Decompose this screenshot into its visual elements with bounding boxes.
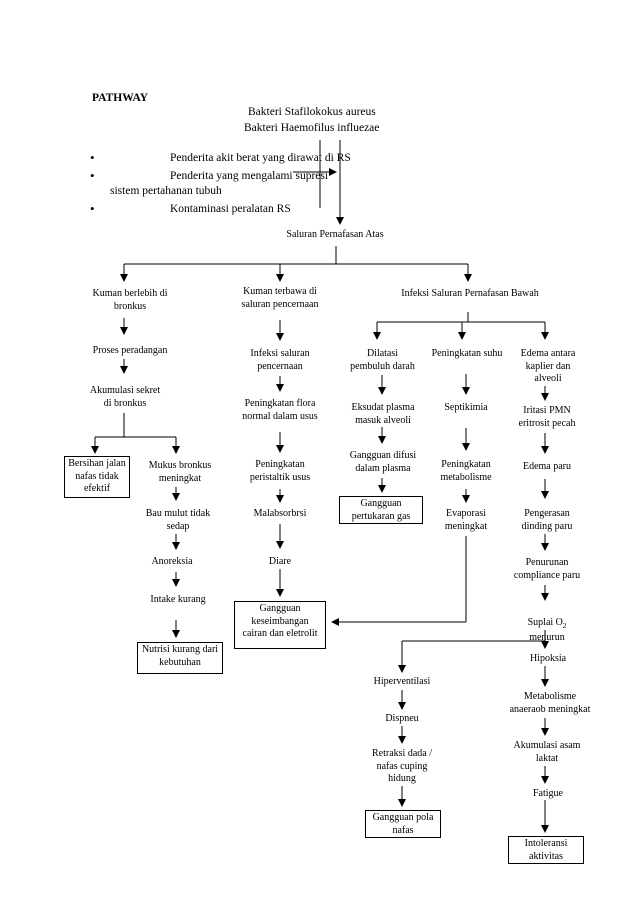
node-kuman-bronkus: Kuman berlebih di bronkus (92, 288, 168, 312)
page-title: PATHWAY (92, 92, 149, 104)
risk-factor-1: Penderita akit berat yang dirawat di RS (170, 152, 351, 164)
risk-factor-2: Penderita yang mengalami supresi (170, 170, 329, 182)
diagnosis-gangguan-cairan: Gangguan keseimbangan cairan dan eletrol… (234, 601, 326, 649)
node-infeksi-bawah: Infeksi Saluran Pernafasan Bawah (401, 288, 539, 299)
node-edema-kapiler: Edema antara kaplier dan alveoli (520, 348, 576, 384)
diagnosis-intoleransi-aktivitas: Intoleransi aktivitas (508, 836, 584, 864)
node-kuman-cerna: Kuman terbawa di saluran pencernaan (241, 286, 319, 310)
node-peristaltik: Peningkatan peristaltik usus (249, 459, 311, 483)
diagnosis-bersihan-jalan-nafas: Bersihan jalan nafas tidak efektif (64, 456, 130, 498)
node-mukus-bronkus: Mukus bronkus meningkat (148, 460, 212, 484)
node-malabsorbsi: Malabsorbrsi (253, 508, 307, 519)
node-peningkatan-flora: Peningkatan flora normal dalam usus (242, 398, 318, 422)
node-akumulasi-asam-laktat: Akumulasi asam laktat (513, 740, 581, 764)
cause-haemophilus: Bakteri Haemofilus influezae (244, 122, 380, 134)
risk-factor-2-cont: sistem pertahanan tubuh (110, 185, 222, 197)
node-saluran-atas: Saluran Pernafasan Atas (286, 229, 384, 240)
node-metabolisme-anaerob: Metabolisme anaeraob meningkat (509, 691, 591, 715)
node-evaporasi: Evaporasi meningkat (444, 508, 488, 532)
node-diare: Diare (268, 556, 292, 567)
node-septikimia: Septikimia (444, 402, 488, 413)
node-fatigue: Fatigue (533, 788, 563, 799)
node-hiperventilasi: Hiperventilasi (373, 676, 431, 687)
cause-staphylococcus: Bakteri Stafilokokus aureus (248, 106, 376, 118)
node-pengerasan-dinding: Pengerasan dinding paru (521, 508, 573, 532)
node-dilatasi: Dilatasi pembuluh darah (350, 348, 415, 372)
node-peningkatan-suhu: Peningkatan suhu (431, 348, 503, 359)
bullet: • (90, 150, 95, 165)
diagnosis-gangguan-pola-nafas: Gangguan pola nafas (365, 810, 441, 838)
node-infeksi-saluran-cerna: Infeksi saluran pencernaan (250, 348, 310, 372)
node-iritasi-pmn: Iritasi PMN eritrosit pecah (518, 405, 576, 429)
node-penurunan-compliance: Penurunan compliance paru (513, 557, 581, 581)
bullet: • (90, 168, 95, 183)
node-intake-kurang: Intake kurang (150, 594, 206, 605)
node-eksudat-plasma: Eksudat plasma masuk alveoli (351, 402, 415, 426)
node-bau-mulut: Bau mulut tidak sedap (145, 508, 211, 532)
node-proses-peradangan: Proses peradangan (92, 345, 168, 356)
node-anoreksia: Anoreksia (151, 556, 193, 567)
node-dispneu: Dispneu (385, 713, 419, 724)
risk-factor-3: Kontaminasi peralatan RS (170, 203, 291, 215)
bullet: • (90, 201, 95, 216)
node-edema-paru: Edema paru (522, 461, 572, 472)
node-retraksi-dada: Retraksi dada / nafas cuping hidung (372, 748, 432, 784)
diagnosis-gangguan-pertukaran-gas: Gangguan pertukaran gas (339, 496, 423, 524)
node-peningkatan-metabolisme: Peningkatan metabolisme (440, 459, 492, 483)
node-gangguan-difusi: Gangguan difusi dalam plasma (349, 450, 417, 474)
diagnosis-nutrisi-kurang: Nutrisi kurang dari kebutuhan (137, 642, 223, 674)
node-akumulasi-sekret: Akumulasi sekret di bronkus (89, 385, 161, 409)
node-hipoksia: Hipoksia (529, 653, 567, 664)
